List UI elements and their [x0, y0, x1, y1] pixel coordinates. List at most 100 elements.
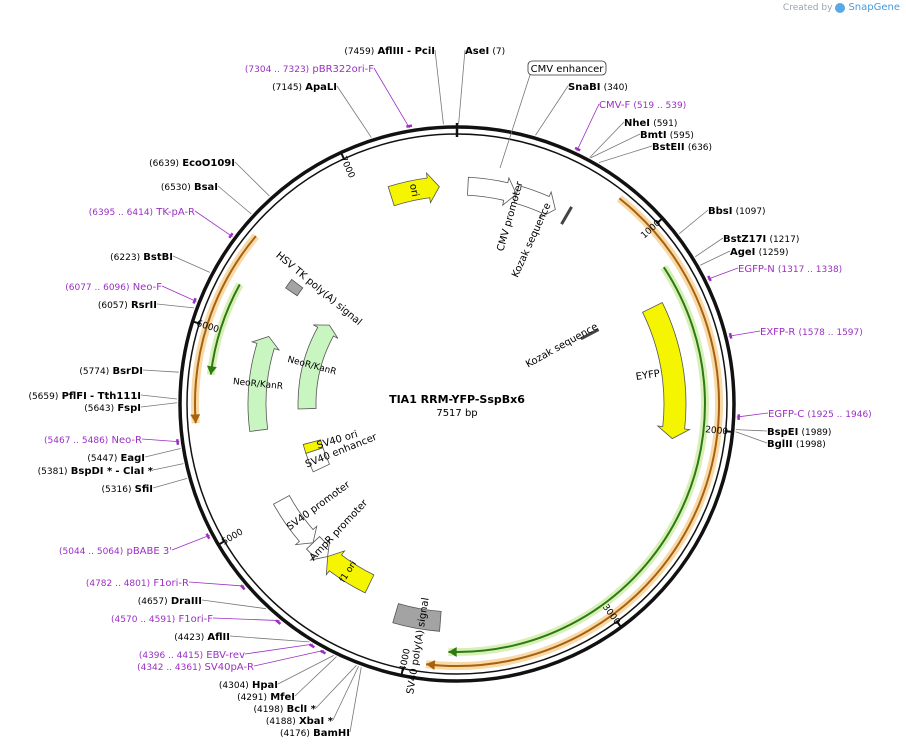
- primer-binding-mark: [707, 275, 712, 282]
- enzyme-label: BstZ17I (1217): [723, 234, 799, 245]
- leader-line: [294, 656, 337, 697]
- feature-arrow: [285, 278, 304, 297]
- enzyme-label: (4198) BclI *: [253, 704, 316, 715]
- primer-label: (4570 .. 4591) F1ori-F: [111, 614, 213, 625]
- cmv-enhancer-label: CMV enhancer: [531, 64, 605, 75]
- primer-label: (6077 .. 6096) Neo-F: [65, 282, 162, 293]
- leader-line: [590, 133, 641, 159]
- leader-line: [142, 369, 179, 373]
- primer-binding-mark: [205, 533, 211, 540]
- enzyme-label: (6530) BsaI: [161, 182, 218, 193]
- enzyme-label: BmtI (595): [640, 130, 694, 141]
- enzyme-label: (4657) DraIII: [138, 596, 202, 607]
- snapgene-credit: Created by SnapGene: [783, 2, 900, 13]
- tick-mark: [339, 151, 346, 161]
- leader-line: [144, 448, 181, 458]
- leader-line: [161, 285, 197, 302]
- primer-label: (4342 .. 4361) SV40pA-R: [137, 662, 254, 673]
- primer-binding-mark: [319, 649, 327, 655]
- enzyme-label: (7459) AflIII - PciI: [344, 46, 435, 57]
- primer-binding-mark: [406, 124, 413, 128]
- enzyme-label: (4176) BamHI: [280, 728, 350, 739]
- enzyme-label: (5316) SfiI: [102, 484, 153, 495]
- primer-label: EGFP-C (1925 .. 1946): [768, 409, 872, 420]
- tick-mark: [217, 539, 226, 547]
- created-by-label: Created by: [782, 2, 833, 13]
- primer-label: (7304 .. 7323) pBR322ori-F: [245, 64, 374, 75]
- tick-mark: [655, 216, 664, 225]
- enzyme-label: (6057) RsrII: [98, 300, 157, 311]
- primer-binding-mark: [239, 584, 246, 591]
- primer-label: (4782 .. 4801) F1ori-R: [86, 578, 189, 589]
- feature-arrow: [387, 171, 440, 207]
- enzyme-label: NheI (591): [624, 118, 677, 129]
- enzyme-label: (4304) HpaI: [219, 680, 278, 691]
- primer-label: CMV-F (519 .. 539): [599, 100, 686, 111]
- leader-line: [728, 330, 761, 337]
- primer-label: EXFP-R (1578 .. 1597): [760, 327, 863, 338]
- tick-label: 5000: [220, 527, 245, 547]
- plasmid-name: TIA1 RRM-YFP-SspBx6: [389, 393, 525, 406]
- orf-arrowhead: [448, 646, 457, 657]
- enzyme-label: SnaBI (340): [568, 82, 628, 93]
- enzyme-label: (6223) BstBI: [110, 252, 173, 263]
- leader-line: [735, 431, 768, 444]
- orf-arc: [194, 235, 257, 424]
- enzyme-label: (4423) AflII: [174, 632, 230, 643]
- leader-line: [576, 103, 600, 152]
- tick-label: 4000: [398, 647, 412, 672]
- orf-arcs: [190, 195, 724, 671]
- kozak-mark: [580, 328, 600, 341]
- snapgene-logo-icon: [835, 2, 846, 13]
- enzyme-label: BspEI (1989): [767, 427, 831, 438]
- feature-arrow: [467, 176, 517, 207]
- feature-arrow: [247, 335, 281, 432]
- orf-arc: [448, 266, 706, 654]
- enzyme-label: (5447) EagI: [87, 453, 145, 464]
- leader-line: [140, 402, 178, 408]
- feature-arrow: [305, 535, 331, 561]
- leader-line: [234, 161, 270, 197]
- leader-line: [156, 303, 195, 309]
- primer-label: (4396 .. 4415) EBV-rev: [139, 650, 245, 661]
- leader-line: [212, 617, 280, 621]
- enzyme-label: BglII (1998): [767, 439, 826, 450]
- plasmid-length: 7517 bp: [436, 408, 477, 419]
- leader-line: [152, 463, 184, 471]
- snapgene-brand-label: SnapGene: [848, 2, 900, 13]
- tick-label: 2000: [705, 425, 729, 437]
- feature-label: Kozak sequence: [524, 321, 600, 370]
- feature-arrow: [325, 550, 375, 594]
- cmv-enhancer-box: [527, 60, 607, 76]
- orf-arc: [425, 197, 721, 667]
- enzyme-label: (5774) BsrDI: [79, 366, 143, 377]
- leader-line: [217, 185, 252, 215]
- tick-mark: [191, 320, 201, 325]
- leader-line: [694, 237, 724, 258]
- leader-line: [201, 599, 266, 610]
- enzyme-label: AseI (7): [465, 46, 505, 57]
- feature-arrow: [297, 324, 339, 410]
- feature-arrow: [513, 185, 556, 219]
- enzyme-label: BbsI (1097): [708, 206, 766, 217]
- primer-label: (6395 .. 6414) TK-pA-R: [89, 207, 195, 218]
- enzyme-label: BstEII (636): [652, 142, 712, 153]
- leader-line: [253, 649, 325, 667]
- kozak-mark: [560, 206, 573, 225]
- enzyme-label: (5381) BspDI * - ClaI *: [38, 466, 154, 477]
- primer-binding-mark: [228, 232, 234, 239]
- leader-line: [735, 429, 768, 432]
- leader-line: [736, 412, 769, 418]
- feature-arrow: [273, 494, 318, 546]
- tick-mark: [615, 620, 623, 629]
- enzyme-label: (6639) EcoO109I: [149, 158, 235, 169]
- leader-line: [172, 255, 211, 273]
- leader-line: [678, 209, 709, 234]
- leader-line: [141, 438, 180, 443]
- leader-line: [244, 643, 314, 655]
- orf-arrowhead: [190, 414, 201, 424]
- primer-binding-mark: [728, 332, 733, 339]
- feature-label: ori: [407, 183, 420, 198]
